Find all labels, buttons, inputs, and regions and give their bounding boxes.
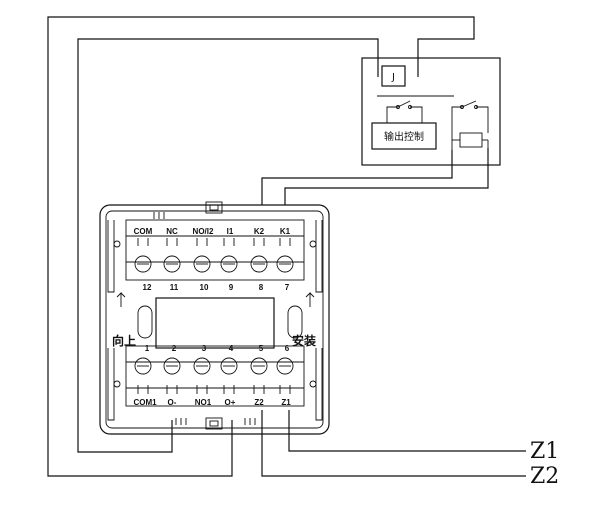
wire-relay-to-coil	[417, 26, 475, 77]
mount-slot-right	[287, 305, 303, 339]
terminal-number: 12	[143, 283, 152, 292]
screw-icon	[113, 240, 121, 248]
wire-k1	[284, 148, 489, 205]
terminal-label-o-plus: O+	[225, 398, 236, 407]
terminal-number: 8	[259, 283, 264, 292]
wire-k2	[261, 150, 453, 205]
terminal-number: 10	[200, 283, 209, 292]
screw-icon	[309, 380, 317, 388]
terminal-number: 4	[229, 344, 234, 353]
screw-icon	[113, 380, 121, 388]
bus-label-z1: Z1	[530, 439, 559, 464]
terminal-label-z1: Z1	[281, 398, 291, 407]
terminal-label-com1: COM1	[133, 398, 157, 407]
wire-inner-loop	[77, 38, 379, 453]
label-install: 安装	[292, 333, 316, 348]
wire-z2	[261, 410, 526, 477]
module-body	[99, 201, 330, 435]
terminal-number: 7	[285, 283, 290, 292]
up-arrow-icon	[116, 291, 126, 307]
terminal-label-o-minus: O-	[168, 398, 177, 407]
terminal-number: 2	[172, 344, 177, 353]
terminal-number: 1	[145, 344, 150, 353]
wire-z1	[288, 410, 526, 452]
bottom-terminal-screws	[134, 357, 294, 375]
relay-coil-label: J	[391, 72, 395, 83]
terminal-label-com: COM	[134, 227, 153, 236]
mount-slot-left	[137, 305, 153, 339]
terminal-label-z2: Z2	[254, 398, 264, 407]
screw-icon	[309, 240, 317, 248]
up-arrow-icon	[305, 291, 315, 307]
terminal-label-nc: NC	[166, 227, 178, 236]
terminal-number: 11	[170, 283, 179, 292]
load-element	[459, 132, 483, 148]
bus-label-z2: Z2	[530, 464, 559, 489]
terminal-label-i1: I1	[227, 227, 234, 236]
wire-outer-loop	[47, 16, 475, 477]
relay-coil	[381, 65, 406, 87]
label-up: 向上	[112, 333, 136, 348]
terminal-number: 3	[202, 344, 207, 353]
top-terminal-screws	[134, 255, 294, 273]
output-control-box	[371, 122, 437, 150]
terminal-number: 9	[229, 283, 234, 292]
relay-box: J 输出控制	[361, 57, 501, 166]
terminal-label-k1: K1	[280, 227, 291, 236]
terminal-label-k2: K2	[254, 227, 265, 236]
output-control-label: 输出控制	[384, 130, 424, 143]
center-plate	[155, 297, 275, 349]
terminal-number: 6	[285, 344, 290, 353]
terminal-label-no1: NO1	[195, 398, 212, 407]
terminal-label-no-i2: NO/I2	[193, 227, 214, 236]
terminal-number: 5	[259, 344, 264, 353]
